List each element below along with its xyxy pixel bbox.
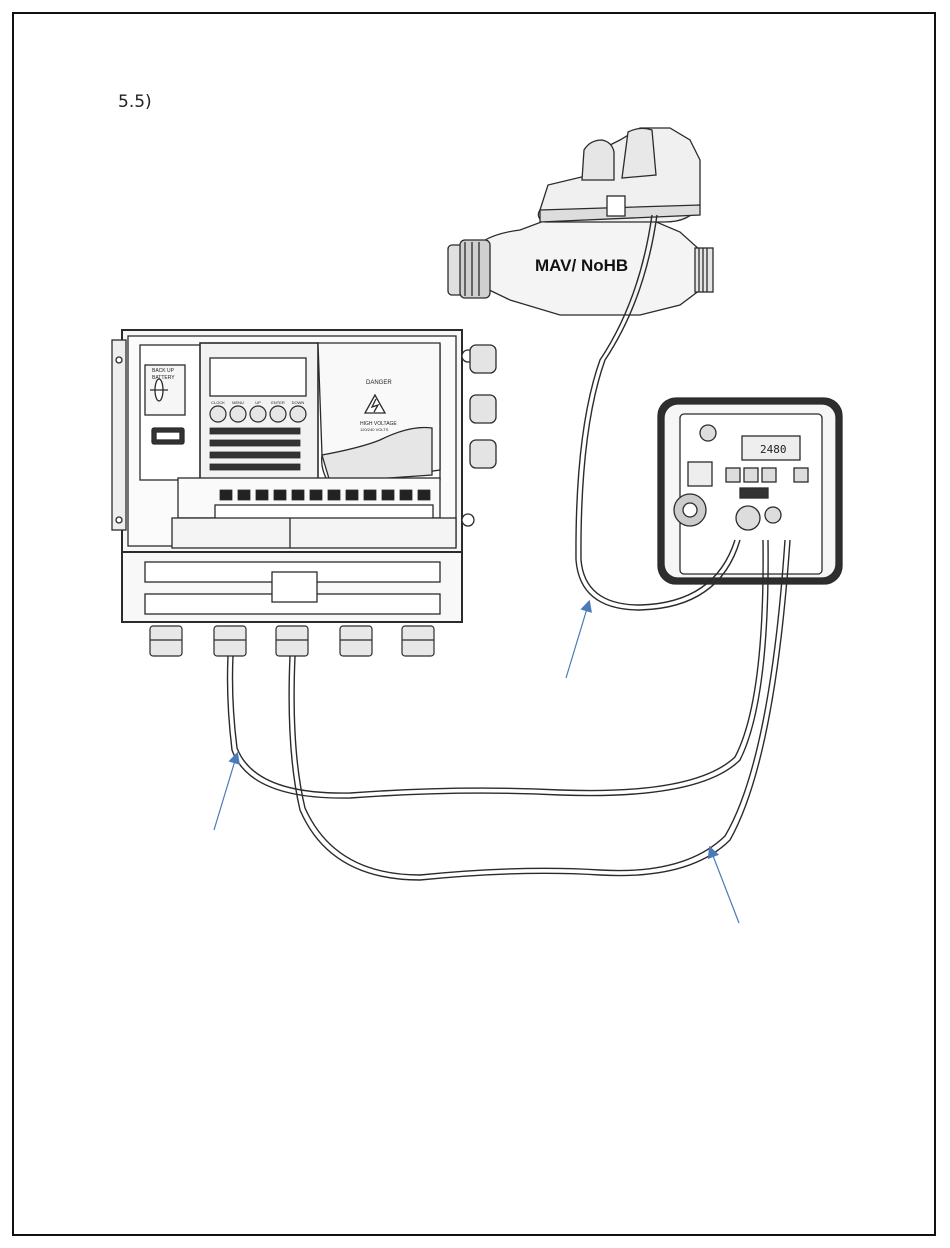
arrow-controller-cable-1 xyxy=(214,754,237,830)
controller-buttons xyxy=(210,406,306,422)
meter-label: MAV/ NoHB xyxy=(535,256,628,275)
button-label-up: UP xyxy=(255,400,261,405)
button-label-down: DOWN xyxy=(292,400,305,405)
valve-display: 2480 xyxy=(760,443,787,456)
button-label-enter: ENTER xyxy=(271,400,285,405)
valve-head xyxy=(658,398,842,584)
button-label-menu: MENU xyxy=(232,400,244,405)
button-label-clock: CLOCK xyxy=(211,400,225,405)
voltage-label-2: 120/240 VOLTS xyxy=(360,427,389,432)
water-meter xyxy=(448,128,713,315)
arrow-controller-cable-2 xyxy=(710,848,739,923)
cable-glands xyxy=(150,626,434,656)
danger-label: DANGER xyxy=(366,380,392,386)
battery-label-2: BATTERY xyxy=(152,375,175,381)
arrow-meter-cable xyxy=(566,602,589,678)
battery-label-1: BACK UP xyxy=(152,368,175,374)
